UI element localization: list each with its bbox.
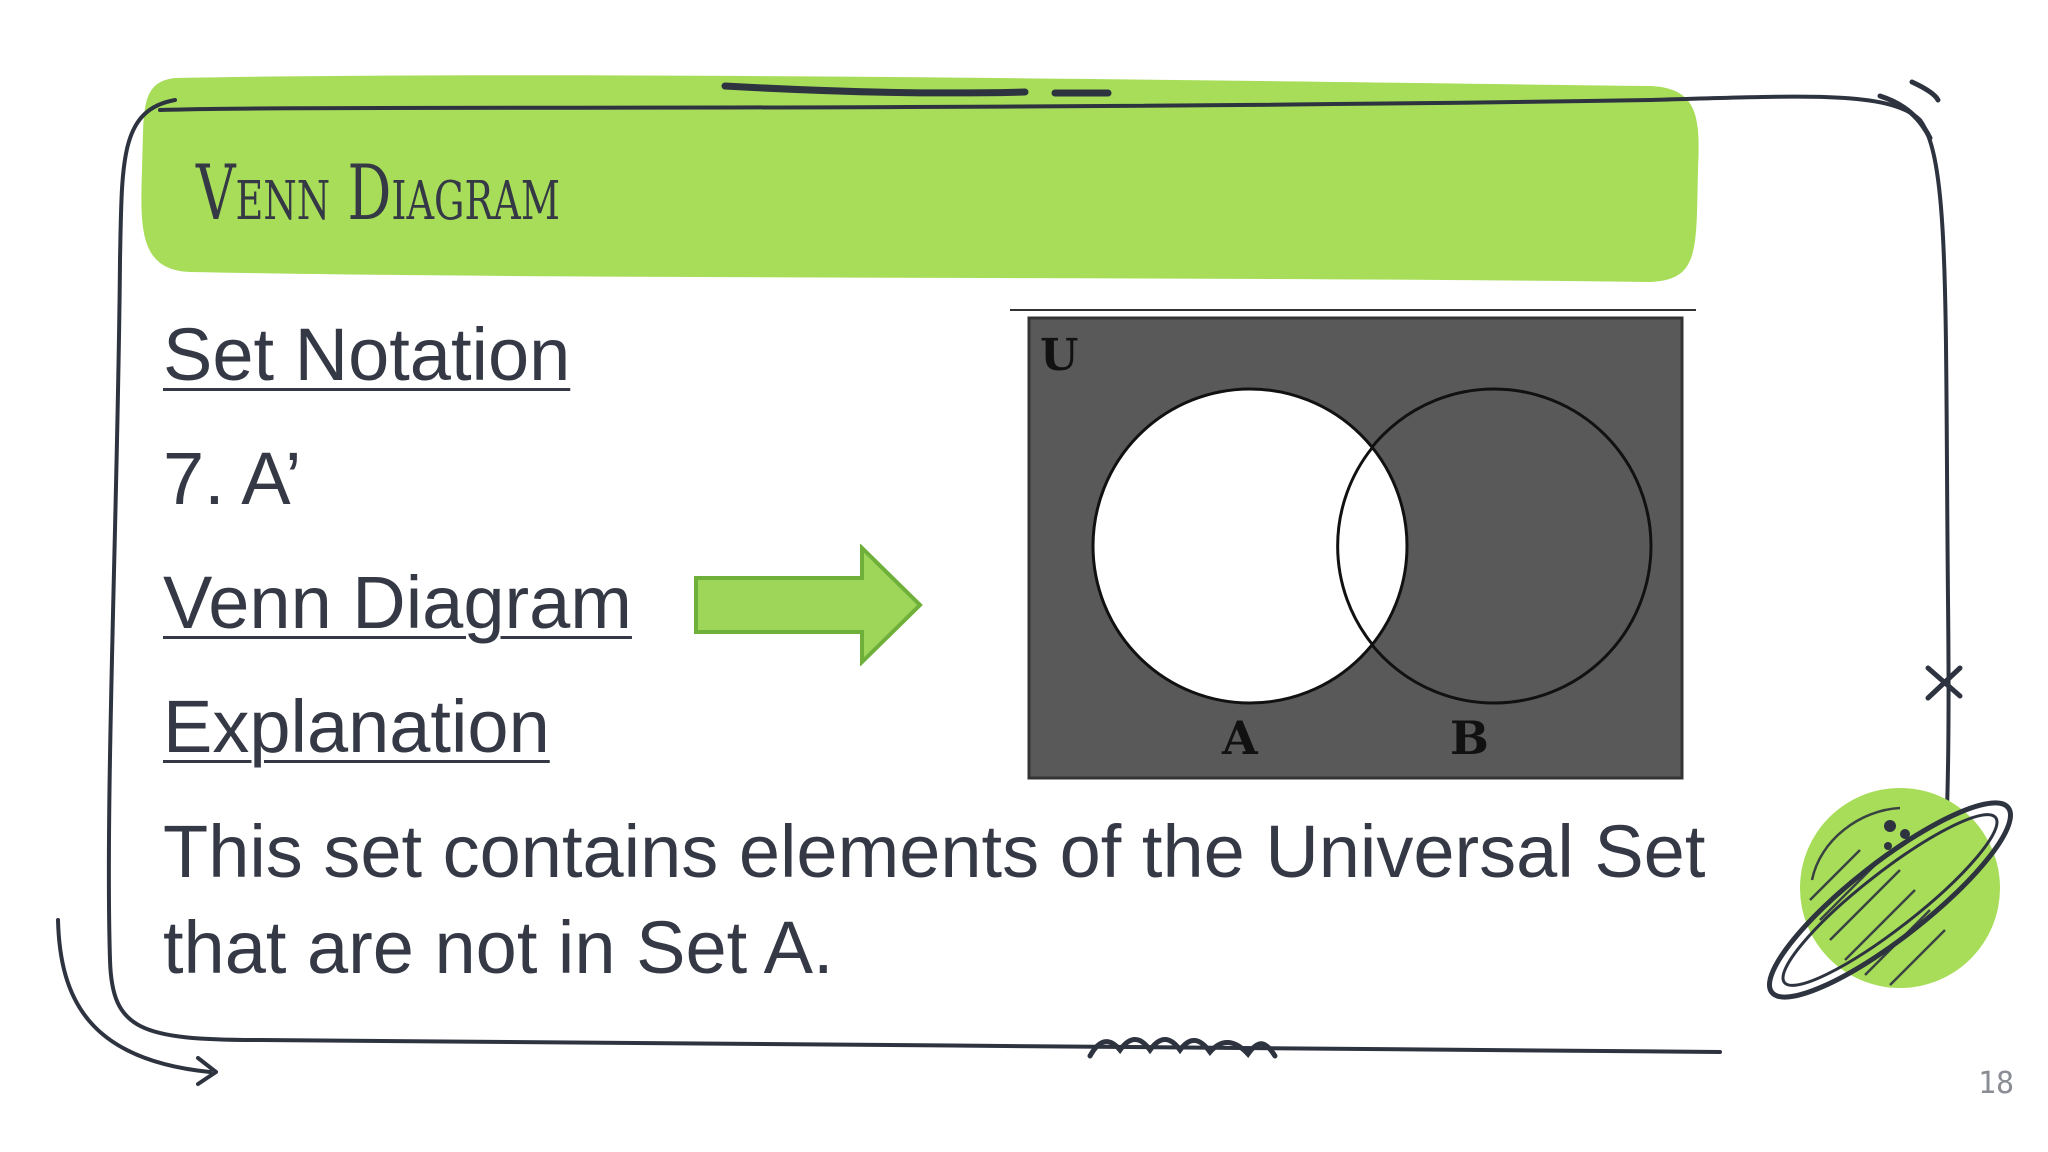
curved-arrow [56,918,212,1074]
explanation-heading: Explanation [163,685,550,768]
venn-diagram-heading: Venn Diagram [163,561,632,644]
frame-outline [158,94,1951,852]
universal-set-label: U [1040,330,1078,381]
set-notation-heading: Set Notation [163,313,571,396]
set-a-label: A [1221,711,1259,765]
venn-diagram: U A B [1010,309,1696,780]
planet-icon [1767,788,2013,1000]
top-dash-long [721,82,1029,97]
set-b-arc-inside-a [1336,447,1374,645]
spark-line-1 [1877,93,1933,141]
slide-title: Venn Diagram [196,148,560,237]
right-arrow-icon [694,544,923,666]
curved-arrow-head [196,1056,218,1086]
bottom-squiggle [1087,1037,1278,1059]
set-a-circle [1091,387,1409,705]
title-highlight-band [141,75,1699,282]
spark-line-2 [1909,79,1941,103]
notation-item: 7. A’ [163,437,302,520]
explanation-text: This set contains elements of the Univer… [163,810,1706,989]
page-number: 18 [1978,1066,2015,1101]
set-b-label: B [1450,711,1489,765]
x-mark [1925,665,1963,701]
